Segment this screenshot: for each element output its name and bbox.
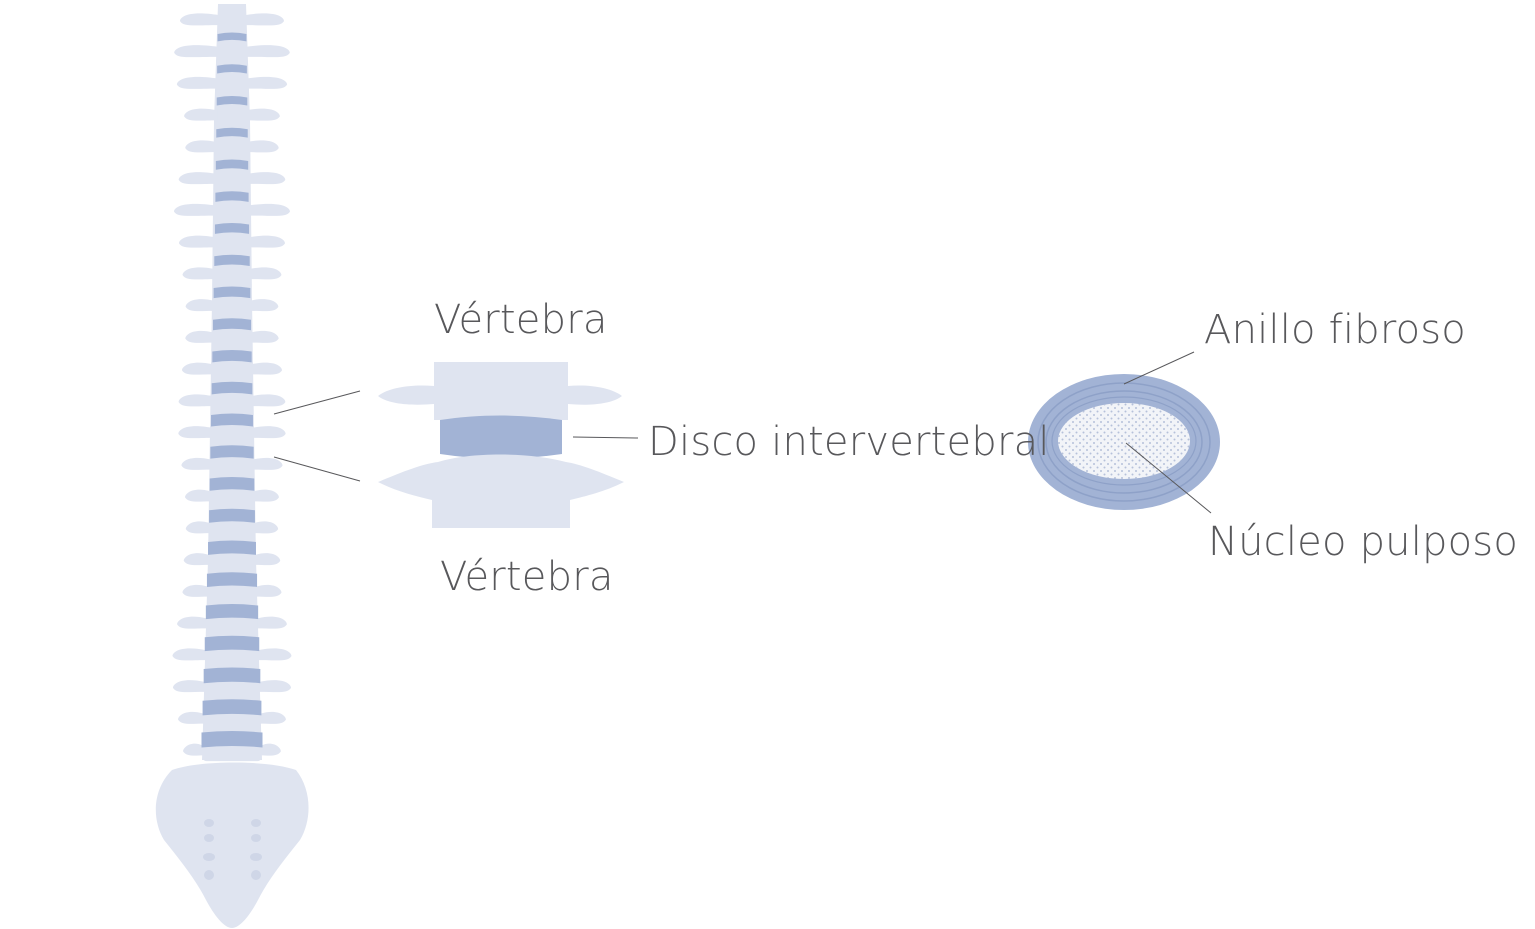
label-nucleo-pulposo: Núcleo pulposo bbox=[1208, 519, 1519, 565]
spine-disc bbox=[215, 159, 249, 170]
spine-disc bbox=[209, 477, 255, 491]
spine-vertebra bbox=[217, 103, 247, 127]
spine-disc bbox=[214, 223, 250, 234]
lower-vertebra bbox=[378, 454, 624, 528]
spine-disc bbox=[216, 96, 248, 106]
spine-disc bbox=[209, 508, 255, 523]
spine-disc bbox=[202, 699, 262, 716]
spine-vertebra bbox=[212, 420, 252, 444]
spine-vertebra bbox=[215, 230, 249, 254]
label-vertebra-bottom: Vértebra bbox=[440, 554, 614, 600]
spine-vertebra bbox=[216, 166, 248, 190]
spine-disc bbox=[217, 64, 247, 74]
spine-disc bbox=[208, 540, 256, 555]
spine-disc bbox=[206, 572, 258, 587]
spine-disc bbox=[212, 350, 252, 363]
zoom-segment bbox=[378, 362, 624, 528]
spine-disc bbox=[201, 731, 263, 748]
spine-vertebra bbox=[215, 262, 249, 285]
label-anillo-fibroso: Anillo fibroso bbox=[1204, 307, 1466, 353]
anillo-leader bbox=[1123, 351, 1195, 385]
spine-disc bbox=[216, 127, 248, 138]
spine-disc bbox=[205, 604, 259, 620]
spine-vertebra bbox=[219, 8, 245, 31]
spine-vertebra bbox=[212, 389, 252, 412]
spine-vertebra bbox=[213, 325, 251, 349]
spine-vertebra bbox=[214, 293, 250, 317]
label-vertebra-top: Vértebra bbox=[434, 297, 608, 343]
spine-disc bbox=[217, 32, 247, 42]
sacrum bbox=[155, 762, 309, 928]
spine-disc bbox=[211, 381, 253, 395]
spine-column bbox=[172, 4, 292, 800]
spine-vertebra bbox=[211, 452, 253, 476]
zoom-leader-bottom bbox=[273, 456, 361, 482]
spine-vertebra bbox=[218, 71, 246, 95]
intervertebral-disc bbox=[440, 415, 562, 459]
spine-disc bbox=[211, 413, 253, 427]
spine-vertebra bbox=[218, 39, 246, 63]
spine-disc bbox=[204, 635, 260, 652]
label-disco-intervertebral: Disco intervertebral bbox=[648, 419, 1050, 465]
spine-vertebra bbox=[216, 198, 248, 222]
upper-vertebra bbox=[378, 362, 622, 420]
spine-disc bbox=[213, 286, 251, 299]
spine-disc bbox=[210, 445, 254, 459]
spine-disc bbox=[203, 667, 261, 684]
nucleo-leader bbox=[1125, 442, 1212, 514]
spine-disc bbox=[212, 318, 252, 331]
spine-disc bbox=[215, 191, 249, 202]
spine-disc bbox=[214, 254, 250, 267]
spine-vertebra bbox=[213, 357, 251, 381]
zoom-leader-top bbox=[273, 390, 361, 415]
spine-vertebra bbox=[210, 484, 254, 508]
disco-leader bbox=[572, 436, 639, 439]
spine-vertebra bbox=[217, 135, 247, 158]
disc-cross-section bbox=[1028, 374, 1220, 510]
spine-vertebra bbox=[210, 516, 254, 539]
